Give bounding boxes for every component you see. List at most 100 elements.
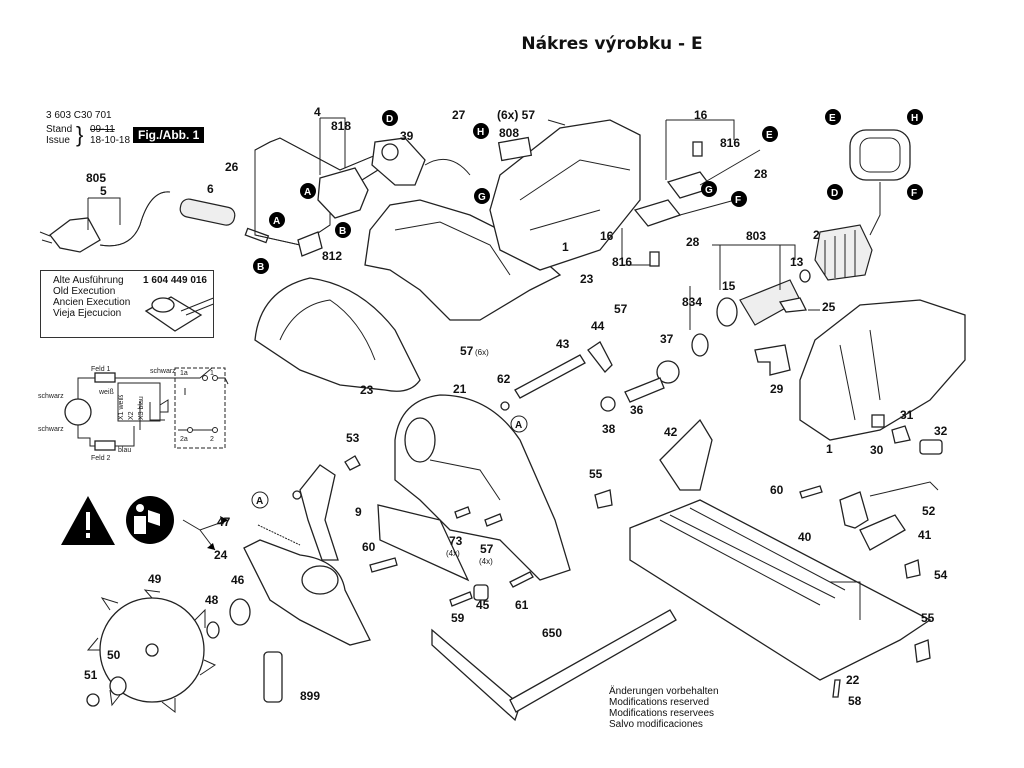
svg-text:F: F xyxy=(735,195,741,206)
label-42: 42 xyxy=(664,425,678,439)
svg-text:F: F xyxy=(911,188,917,199)
label-60-right: 60 xyxy=(770,483,784,497)
svg-text:A: A xyxy=(304,187,311,198)
wiring-label-schwarz-bottom: schwarz xyxy=(38,426,64,433)
wiring-label-feld1: Feld 1 xyxy=(91,366,111,373)
knob-55-right xyxy=(914,639,931,663)
label-57-guard-qty: (4x) xyxy=(479,557,493,566)
base-plate-22 xyxy=(629,499,932,681)
motor-housing-1 xyxy=(799,299,966,441)
spring-47 xyxy=(257,524,301,546)
connector-E-2: E xyxy=(825,109,841,125)
label-51: 51 xyxy=(84,668,98,682)
old-execution-fr: Ancien Execution xyxy=(53,297,131,308)
svg-text:A: A xyxy=(256,496,263,507)
label-13: 13 xyxy=(790,255,804,269)
issue-label: Issue xyxy=(46,135,70,146)
svg-text:H: H xyxy=(911,113,918,124)
svg-text:B: B xyxy=(339,226,346,237)
label-37: 37 xyxy=(660,332,674,346)
housing-1-top xyxy=(489,119,641,271)
leader-lines xyxy=(87,117,861,620)
label-26: 26 xyxy=(225,160,239,174)
svg-text:E: E xyxy=(829,113,836,124)
label-30: 30 xyxy=(870,443,884,457)
note-es: Salvo modificaciones xyxy=(609,719,703,730)
label-49: 49 xyxy=(148,572,162,586)
label-44: 44 xyxy=(591,319,605,333)
shaft-43 xyxy=(514,354,586,399)
screw-60-left xyxy=(369,557,398,573)
label-32: 32 xyxy=(934,424,948,438)
page-title: Nákres výrobku - E xyxy=(521,34,703,54)
plug xyxy=(49,217,101,253)
lever-53 xyxy=(299,464,339,561)
brush-lower xyxy=(649,251,660,267)
old-execution-en: Old Execution xyxy=(53,286,116,297)
handle-23 xyxy=(254,277,421,392)
label-16-top: 16 xyxy=(694,108,708,122)
part-812 xyxy=(297,231,323,257)
label-57-6x-top: (6x) 57 xyxy=(497,108,535,122)
label-52: 52 xyxy=(922,504,936,518)
label-28-top: 28 xyxy=(754,167,768,181)
part-30 xyxy=(871,414,885,428)
label-55-left: 55 xyxy=(589,467,603,481)
label-61: 61 xyxy=(515,598,529,612)
wiring-label-schwarz-top: schwarz xyxy=(150,368,176,375)
label-53: 53 xyxy=(346,431,360,445)
connector-D-2: D xyxy=(827,184,843,200)
connector-H-2: H xyxy=(907,109,923,125)
label-28-bottom: 28 xyxy=(686,235,700,249)
label-73-qty: (4x) xyxy=(446,549,460,558)
riving-knife-42 xyxy=(659,418,713,491)
label-4: 4 xyxy=(314,105,321,119)
washer-62 xyxy=(500,401,510,411)
label-38: 38 xyxy=(602,422,616,436)
label-23-upper: 23 xyxy=(580,272,594,286)
old-execution-es: Vieja Ejecucion xyxy=(53,308,122,319)
part-labels: 4 818 26 39 27 (6x) 57 808 16 816 28 16 … xyxy=(84,105,948,708)
label-45: 45 xyxy=(476,598,490,612)
connector-B-2: B xyxy=(253,258,269,274)
flange-48 xyxy=(206,621,220,639)
field-2-coil xyxy=(94,440,116,451)
gear-37 xyxy=(656,360,680,384)
switch-outline xyxy=(174,367,226,449)
svg-text:A: A xyxy=(515,420,522,431)
label-2: 2 xyxy=(813,228,820,242)
label-1-top: 1 xyxy=(562,240,569,254)
screw-73 xyxy=(454,506,471,519)
stand-issue-block: Stand Issue } 09-11 18-10-18 xyxy=(46,124,130,147)
label-812: 812 xyxy=(322,249,342,263)
clamp-41 xyxy=(859,514,906,551)
part-29 xyxy=(754,344,791,376)
fan-15 xyxy=(716,297,738,327)
connector-G-1: G xyxy=(474,188,490,204)
screw-57-guard xyxy=(484,513,503,527)
label-55-right: 55 xyxy=(921,611,935,625)
wiring-label-schwarz-left: schwarz xyxy=(38,393,64,400)
label-805: 805 xyxy=(86,171,106,185)
label-50: 50 xyxy=(107,648,121,662)
label-834: 834 xyxy=(682,295,702,309)
label-650: 650 xyxy=(542,626,562,640)
stand-label: Stand xyxy=(46,124,73,135)
label-57-lever: 57 xyxy=(614,302,628,316)
label-73: 73 xyxy=(449,534,463,548)
knob-54 xyxy=(904,559,921,579)
label-57-guard: 57 xyxy=(480,542,494,556)
label-47: 47 xyxy=(217,515,231,529)
label-40: 40 xyxy=(798,530,812,544)
wiring-label-2: 2 xyxy=(210,436,214,443)
label-31: 31 xyxy=(900,408,914,422)
electronics-part-39 xyxy=(371,137,426,186)
bearing-holder-834 xyxy=(691,333,709,357)
brace-icon: } xyxy=(76,122,84,147)
svg-text:H: H xyxy=(477,127,484,138)
note-de: Änderungen vorbehalten xyxy=(609,686,719,697)
label-15: 15 xyxy=(722,279,736,293)
screw-59 xyxy=(449,591,473,607)
label-803: 803 xyxy=(746,229,766,243)
label-57-handle-qty: (6x) xyxy=(475,348,489,357)
